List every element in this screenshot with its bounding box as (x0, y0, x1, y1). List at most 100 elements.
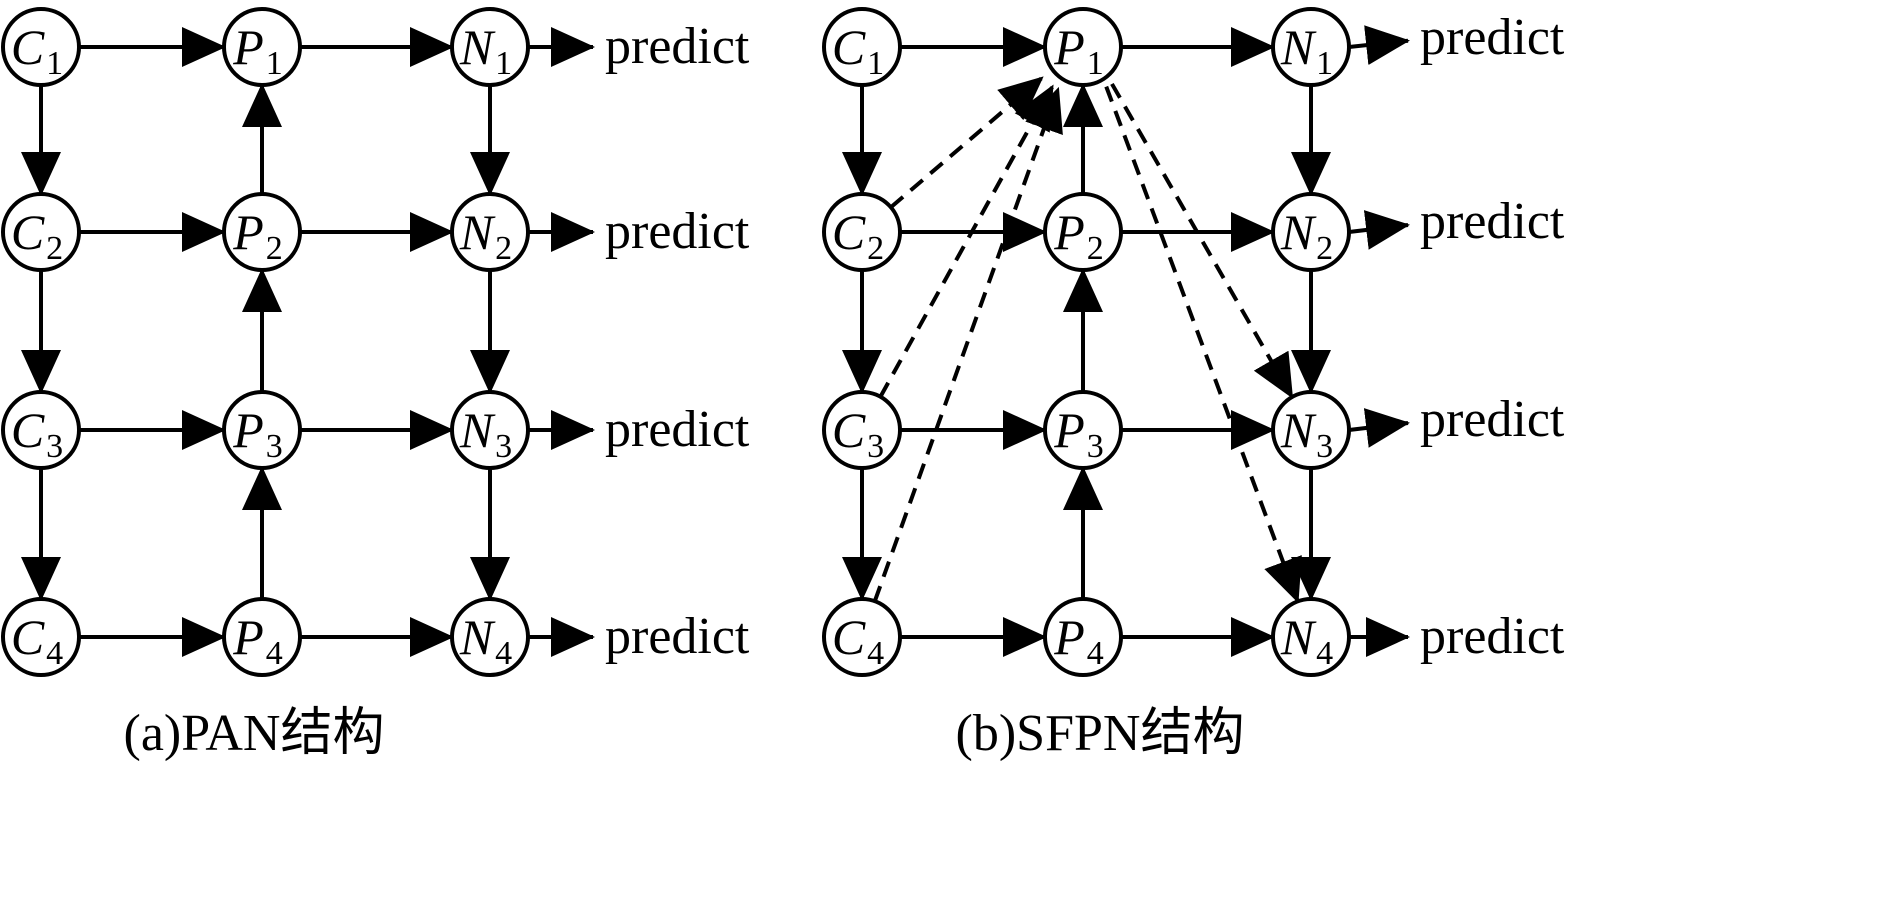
skip-edge-sfpn-p1-n4 (1104, 85, 1302, 604)
node-sfpn-c3: C3 (822, 390, 902, 470)
node-label: C2 (832, 204, 884, 267)
node-label: N1 (1280, 19, 1333, 82)
node-sfpn-p3: P3 (1043, 390, 1123, 470)
node-circle (222, 597, 302, 677)
node-label: N3 (1280, 402, 1333, 465)
node-letter: N (459, 204, 496, 260)
node-letter: N (459, 19, 496, 75)
node-circle (1271, 7, 1351, 87)
nodes-layer: C1C2C3C4P1P2P3P4N1N2N3N4C1C2C3C4P1P2P3P4… (1, 7, 1351, 677)
node-sfpn-n4: N4 (1271, 597, 1351, 677)
node-subscript: 2 (46, 230, 63, 267)
node-letter: C (11, 204, 45, 260)
node-subscript: 3 (46, 428, 63, 465)
node-label: N4 (459, 609, 512, 672)
node-circle (1, 390, 81, 470)
node-label: P1 (1053, 19, 1104, 82)
node-label: P4 (232, 609, 283, 672)
node-sfpn-n3: N3 (1271, 390, 1351, 470)
node-pan-p4: P4 (222, 597, 302, 677)
node-subscript: 2 (266, 230, 283, 267)
node-subscript: 4 (495, 635, 512, 672)
node-sfpn-n1: N1 (1271, 7, 1351, 87)
node-subscript: 3 (867, 428, 884, 465)
node-letter: N (1280, 204, 1317, 260)
node-subscript: 1 (46, 45, 63, 82)
edge-sfpn-n3-predict (1348, 408, 1410, 448)
node-circle (450, 390, 530, 470)
node-subscript: 4 (46, 635, 63, 672)
node-subscript: 2 (495, 230, 512, 267)
skip-edge-sfpn-c4-p1 (872, 86, 1063, 602)
node-circle (1043, 597, 1123, 677)
node-circle (1, 7, 81, 87)
node-subscript: 4 (867, 635, 884, 672)
node-circle (222, 390, 302, 470)
node-label: C3 (832, 402, 884, 465)
node-pan-c2: C2 (1, 192, 81, 272)
node-sfpn-c1: C1 (822, 7, 902, 87)
node-circle (450, 597, 530, 677)
node-letter: C (11, 609, 45, 665)
node-pan-n3: N3 (450, 390, 530, 470)
node-subscript: 1 (867, 45, 884, 82)
node-pan-p2: P2 (222, 192, 302, 272)
node-label: N2 (459, 204, 512, 267)
predict-label: predict (605, 18, 750, 75)
node-letter: N (459, 609, 496, 665)
node-label: C1 (832, 19, 884, 82)
node-pan-n4: N4 (450, 597, 530, 677)
node-letter: C (832, 19, 866, 75)
node-circle (822, 192, 902, 272)
node-pan-n2: N2 (450, 192, 530, 272)
node-circle (450, 192, 530, 272)
node-pan-p1: P1 (222, 7, 302, 87)
node-circle (1043, 390, 1123, 470)
node-circle (1, 192, 81, 272)
node-letter: P (1053, 402, 1085, 458)
node-letter: P (1053, 204, 1085, 260)
node-subscript: 1 (1316, 45, 1333, 82)
node-subscript: 3 (495, 428, 512, 465)
node-label: P2 (232, 204, 283, 267)
node-letter: P (1053, 609, 1085, 665)
skip-edge-sfpn-c3-p1 (878, 84, 1055, 398)
node-circle (450, 7, 530, 87)
node-subscript: 4 (1087, 635, 1104, 672)
node-subscript: 2 (867, 230, 884, 267)
node-subscript: 3 (266, 428, 283, 465)
node-label: P4 (1053, 609, 1104, 672)
edges-layer (21, 25, 1410, 657)
node-letter: N (459, 402, 496, 458)
node-letter: C (11, 402, 45, 458)
node-label: P3 (232, 402, 283, 465)
edge-sfpn-n2-predict (1348, 210, 1410, 250)
node-circle (822, 7, 902, 87)
node-pan-c3: C3 (1, 390, 81, 470)
node-subscript: 4 (1316, 635, 1333, 672)
node-letter: P (1053, 19, 1085, 75)
node-sfpn-p1: P1 (1043, 7, 1123, 87)
node-sfpn-c2: C2 (822, 192, 902, 272)
node-letter: N (1280, 402, 1317, 458)
predict-label: predict (1420, 193, 1565, 250)
predict-label: predict (605, 608, 750, 665)
node-letter: C (832, 609, 866, 665)
predict-label: predict (1420, 608, 1565, 665)
node-label: C2 (11, 204, 63, 267)
predict-label: predict (1420, 391, 1565, 448)
node-letter: N (1280, 19, 1317, 75)
node-pan-p3: P3 (222, 390, 302, 470)
edge-sfpn-n1-predict (1348, 25, 1410, 66)
node-sfpn-n2: N2 (1271, 192, 1351, 272)
node-circle (1271, 597, 1351, 677)
node-subscript: 3 (1087, 428, 1104, 465)
node-sfpn-c4: C4 (822, 597, 902, 677)
node-label: N4 (1280, 609, 1333, 672)
node-circle (1271, 390, 1351, 470)
node-letter: P (232, 402, 264, 458)
node-subscript: 4 (266, 635, 283, 672)
